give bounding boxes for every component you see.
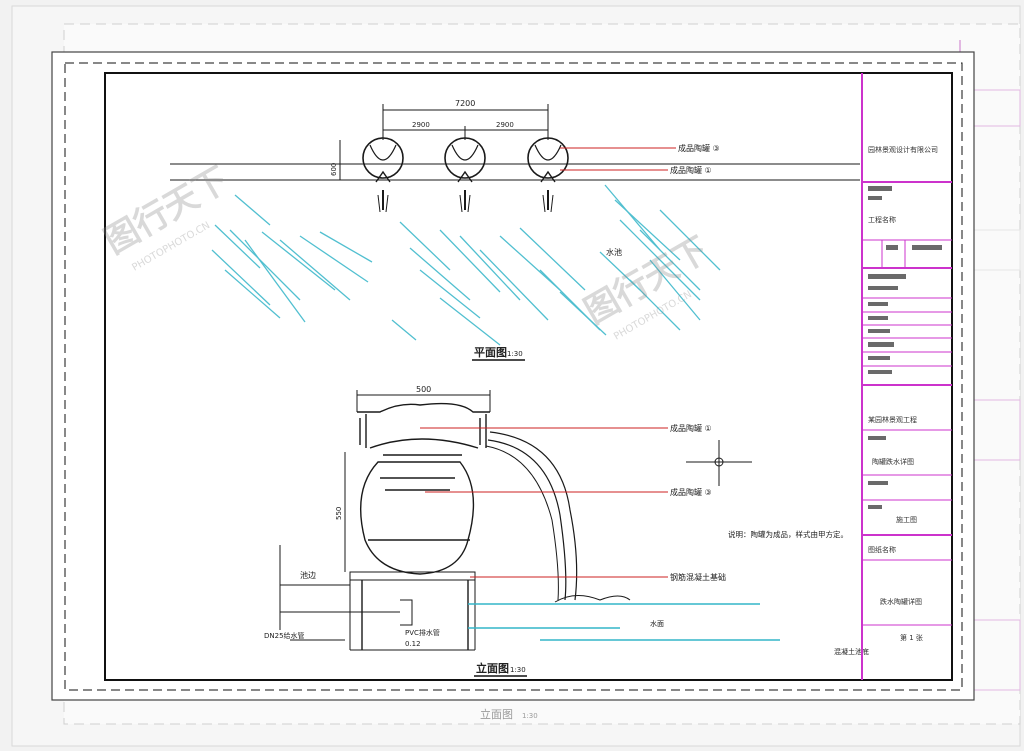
elevation-left-label: 池边	[300, 570, 316, 580]
elevation-scale: 1:30	[510, 666, 526, 674]
titleblock-project-label: 工程名称	[868, 215, 896, 224]
plan-title: 平面图	[474, 346, 507, 359]
urn-elevation	[357, 402, 490, 575]
plan-callout-1: 成品陶罐 ③	[678, 143, 720, 153]
elevation-water-surface: 水面	[650, 619, 664, 628]
titleblock-project-name: 某园林景观工程	[868, 415, 917, 424]
background-sheet-scale: 1:30	[522, 712, 538, 720]
elevation-callout-1: 成品陶罐 ①	[670, 423, 712, 433]
plan-scale: 1:30	[507, 350, 523, 358]
elevation-dim-width: 500	[416, 385, 431, 394]
urn-plan-2	[444, 137, 486, 213]
plan-dim-spacing-1: 2900	[412, 121, 430, 129]
water-surface-lines	[468, 603, 780, 641]
urn-plan-1	[362, 137, 404, 213]
title-block-fill	[868, 186, 942, 509]
titleblock-sheet-label: 图纸名称	[868, 545, 896, 554]
elevation-bottom-label: 混凝土池底	[834, 647, 869, 656]
water-hatching	[211, 184, 721, 346]
titleblock-drawing-name: 陶罐跌水详图	[872, 457, 914, 466]
plan-callout-2: 成品陶罐 ①	[670, 165, 712, 175]
elevation-view	[279, 390, 752, 651]
main-sheet	[51, 51, 975, 701]
plan-dim-spacing-2: 2900	[496, 121, 514, 129]
elevation-pipe-label-1: DN25给水管	[264, 631, 305, 640]
elevation-title: 立面图	[476, 661, 509, 675]
background-sheet-title: 立面图	[480, 707, 513, 721]
plan-dim-total: 7200	[455, 99, 475, 108]
elevation-dim-height: 550	[335, 507, 343, 520]
elevation-pipe-label-2: PVC排水管	[405, 628, 440, 637]
title-block	[861, 73, 952, 680]
titleblock-drawing-no: 施工图	[896, 515, 917, 524]
titleblock-sheet-no: 第 1 张	[900, 633, 923, 642]
elevation-callout-3: 钢筋混凝土基础	[670, 572, 726, 582]
titleblock-company: 园林景观设计有限公司	[868, 145, 938, 154]
elevation-callout-2: 成品陶罐 ③	[670, 487, 712, 497]
titleblock-footer: 跌水陶罐详图	[880, 597, 922, 606]
urn-plan-3	[527, 137, 569, 213]
plan-view	[170, 104, 860, 213]
plan-water-label: 水池	[606, 247, 622, 257]
elevation-note: 说明：陶罐为成品，样式由甲方定。	[728, 529, 848, 539]
plan-dim-height: 600	[330, 163, 338, 176]
elevation-dim-bottom: 0.12	[405, 640, 421, 648]
